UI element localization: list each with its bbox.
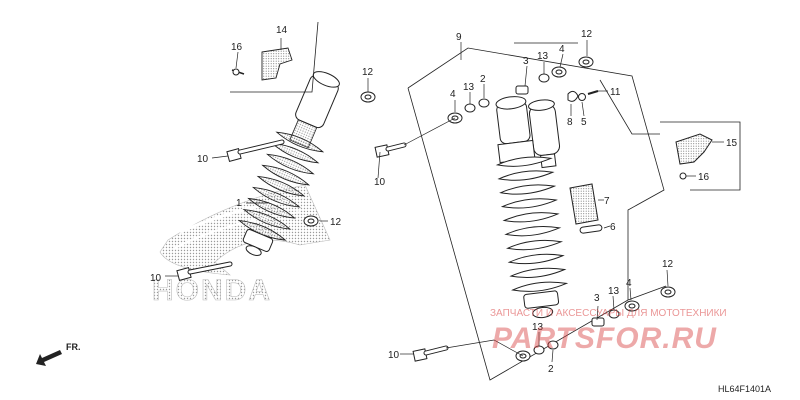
leader-3-a xyxy=(524,65,528,87)
leader-6 xyxy=(603,225,611,229)
leader-10-c xyxy=(377,151,381,179)
leader-10-a xyxy=(211,155,229,159)
leader-13-c xyxy=(612,295,615,311)
callout-2-bottom: 2 xyxy=(548,364,554,375)
leader-bolt-lower xyxy=(445,339,524,357)
leader-4-c xyxy=(629,287,632,301)
callout-16-right: 16 xyxy=(698,172,710,183)
callout-10-lower-right: 10 xyxy=(388,350,400,361)
exploded-frame-top xyxy=(407,47,665,300)
spring-seat-7 xyxy=(569,183,599,225)
washer-4-top-right xyxy=(551,66,567,78)
screw-16-right xyxy=(679,172,687,180)
callout-9: 9 xyxy=(456,32,462,43)
nut-12-top-right xyxy=(578,56,594,68)
leader-4-b xyxy=(559,53,564,68)
callout-10-upper-right: 10 xyxy=(374,177,386,188)
callout-1: 1 xyxy=(236,198,242,209)
washer-13-top-left xyxy=(464,103,476,113)
guard-frame xyxy=(660,121,741,191)
leader-12-d xyxy=(666,269,669,287)
leader-bolt-upper xyxy=(403,117,456,146)
callout-5: 5 xyxy=(581,117,587,128)
shock-absorber-assembly-left xyxy=(237,71,340,256)
front-marker-label: FR. xyxy=(66,342,81,352)
callout-13-top-right: 13 xyxy=(537,51,549,62)
bolt-10-lower-left xyxy=(176,261,233,281)
callout-4-bottom-right: 4 xyxy=(626,278,632,289)
leader-16-left xyxy=(235,51,239,69)
callout-14: 14 xyxy=(276,25,288,36)
shock-body-exploded xyxy=(495,96,569,319)
nut-12-upper-left xyxy=(360,91,376,103)
washer-13-top-right xyxy=(538,73,550,83)
callout-2-top: 2 xyxy=(480,74,486,85)
callout-11: 11 xyxy=(610,87,621,98)
leader-3-b xyxy=(596,305,599,321)
callout-8: 8 xyxy=(567,117,573,128)
frame-spur xyxy=(599,79,660,135)
honda-logo-text: HONDA xyxy=(152,274,272,307)
spacer-6 xyxy=(579,224,603,234)
callout-16-left: 16 xyxy=(231,42,243,53)
callout-7: 7 xyxy=(604,196,610,207)
callout-13-top-left: 13 xyxy=(463,82,475,93)
nut-12-lower-left xyxy=(303,215,319,227)
clip-8 xyxy=(567,90,579,102)
callout-13-bottom-right: 13 xyxy=(608,286,620,297)
callout-3-bottom: 3 xyxy=(594,293,600,304)
frame-lower-spur xyxy=(627,285,667,301)
callout-12-bottom-right: 12 xyxy=(662,259,674,270)
bushing-2-bottom xyxy=(547,340,559,350)
bolt-10-upper-left xyxy=(226,139,285,162)
callout-4-top-left: 4 xyxy=(450,89,456,100)
bolt-10-lower-right xyxy=(412,345,449,362)
mount-bracket-14 xyxy=(261,47,293,81)
honda-wing-logo: HONDA xyxy=(152,184,331,307)
nut-5-11 xyxy=(578,90,599,101)
diagram-code: HL64F1401A xyxy=(718,384,771,394)
watermark-brand: PARTSFOR.RU xyxy=(492,322,717,355)
callout-12-upper-left: 12 xyxy=(362,67,374,78)
leader-5 xyxy=(581,101,585,117)
collar-3-top xyxy=(515,85,529,95)
screw-16-left xyxy=(231,68,245,76)
bushing-2-top xyxy=(478,98,490,108)
callout-3-top: 3 xyxy=(523,56,529,67)
watermark-tagline: ЗАПЧАСТИ И АКСЕССУАРЫ ДЛЯ МОТОТЕХНИКИ xyxy=(490,308,727,319)
bolt-10-upper-right xyxy=(374,142,407,158)
callout-13-bottom-left: 13 xyxy=(532,322,544,333)
front-arrow-icon xyxy=(36,350,62,366)
callout-12-lower-left: 12 xyxy=(330,217,342,228)
collar-3-bottom xyxy=(591,317,605,327)
callout-15: 15 xyxy=(726,138,738,149)
callout-10-upper-left: 10 xyxy=(197,154,209,165)
callout-6: 6 xyxy=(610,222,616,233)
guard-15 xyxy=(675,133,713,165)
nut-12-bottom-right xyxy=(660,286,676,298)
exploded-frame-bottom xyxy=(407,87,629,381)
bracket-frame-line xyxy=(230,21,319,93)
washer-4-bottom-right xyxy=(624,300,640,312)
leader-2-b xyxy=(551,349,554,363)
callout-12-top-right: 12 xyxy=(581,29,593,40)
callout-10-lower-left: 10 xyxy=(150,273,162,284)
callout-4-top-right: 4 xyxy=(559,44,565,55)
